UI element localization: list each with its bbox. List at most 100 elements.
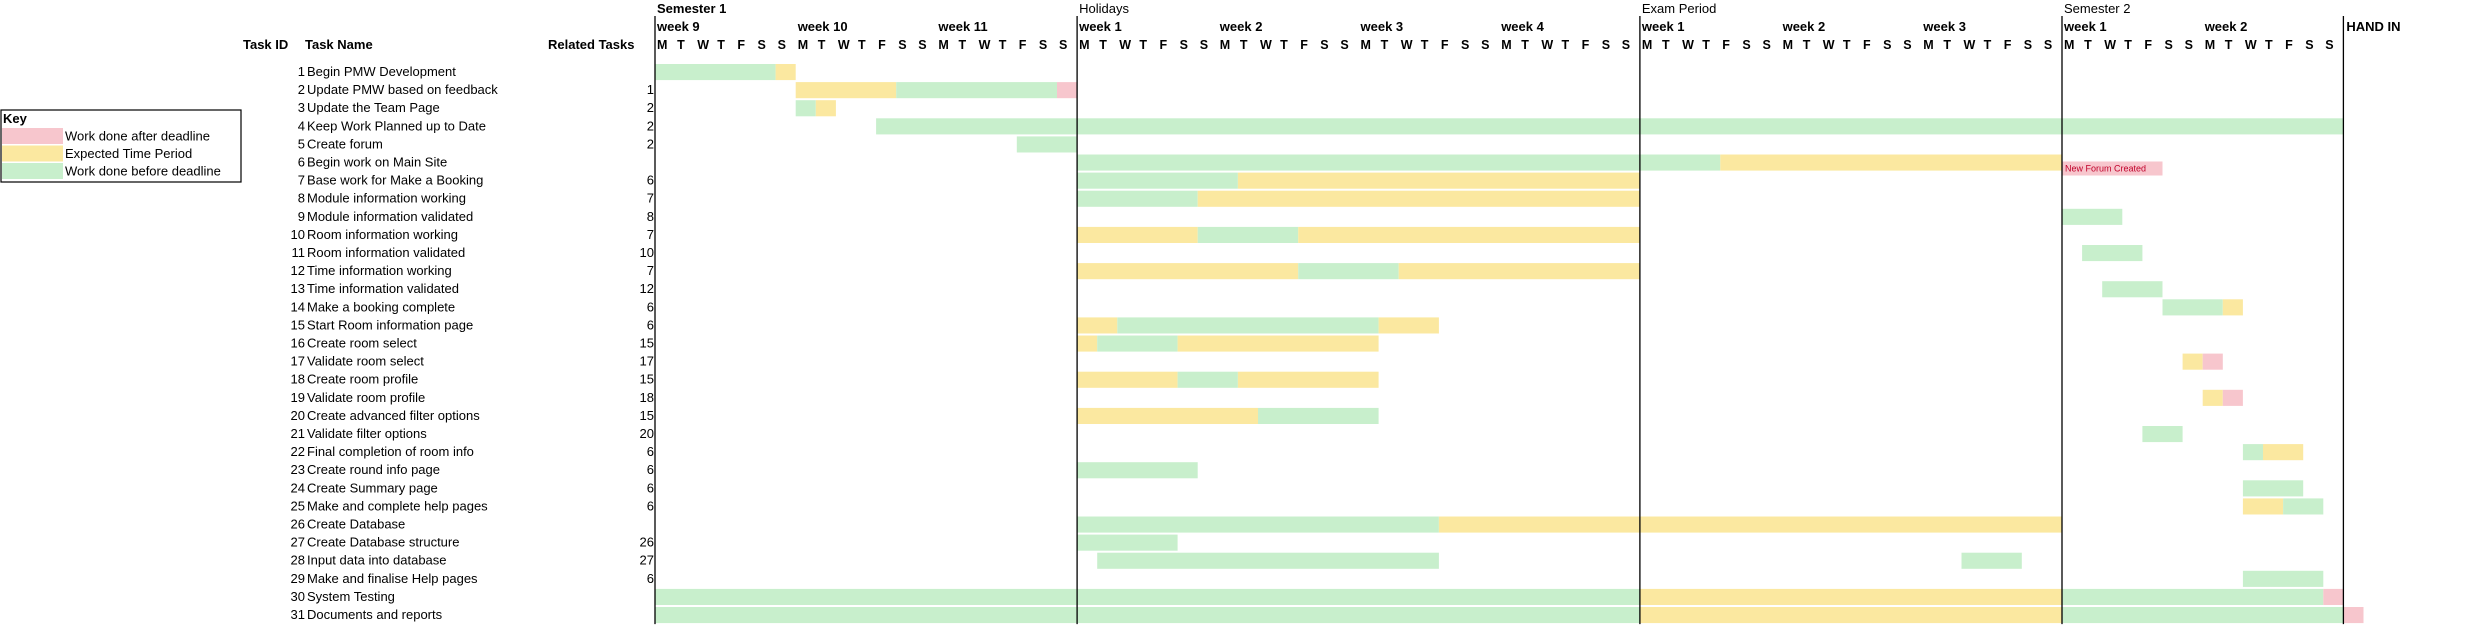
day-letter: T (818, 38, 826, 52)
week-label: week 1 (1641, 19, 1685, 34)
week-label: week 2 (1782, 19, 1826, 34)
task-name: Module information validated (307, 209, 473, 224)
day-letter: T (1843, 38, 1851, 52)
task-bar (1177, 335, 1379, 352)
related-task: 7 (647, 263, 654, 278)
task-name: Module information working (307, 191, 466, 206)
day-letter: W (1119, 38, 1131, 52)
day-letter: T (858, 38, 866, 52)
day-letter: M (2205, 38, 2215, 52)
task-bar (2222, 389, 2243, 406)
day-letter: S (2044, 38, 2052, 52)
day-letter: T (1240, 38, 1248, 52)
task-name: System Testing (307, 589, 395, 604)
related-task: 8 (647, 209, 654, 224)
task-name: Validate room profile (307, 390, 425, 405)
task-bar (1197, 226, 1299, 243)
period-label: Holidays (1079, 1, 1129, 16)
related-task: 6 (647, 498, 654, 513)
task-name: Create room select (307, 336, 417, 351)
day-letter: S (2024, 38, 2032, 52)
task-bar (2182, 353, 2203, 370)
task-bar (1438, 516, 2062, 533)
task-bar (1097, 552, 1439, 569)
related-task: 6 (647, 444, 654, 459)
related-task: 6 (647, 480, 654, 495)
task-bar (2242, 570, 2324, 587)
day-letter: S (1903, 38, 1911, 52)
day-letter: F (2285, 38, 2293, 52)
day-letter: S (1340, 38, 1348, 52)
day-letter: M (1220, 38, 1230, 52)
task-bar (2202, 389, 2223, 406)
week-label: week 9 (656, 19, 700, 34)
day-letter: T (1702, 38, 1710, 52)
task-name: Create round info page (307, 462, 440, 477)
task-name: Input data into database (307, 553, 447, 568)
related-task: 15 (640, 336, 654, 351)
day-letter: T (1099, 38, 1107, 52)
task-name: Create Summary page (307, 480, 438, 495)
task-id: 12 (291, 263, 305, 278)
timeline-header: Task ID Task Name Related Tasks Semester… (243, 1, 2401, 52)
day-letter: T (1803, 38, 1811, 52)
task-bar (1720, 154, 2062, 171)
task-bar (896, 82, 1057, 99)
day-letter: T (1381, 38, 1389, 52)
task-name: Final completion of room info (307, 444, 474, 459)
day-letter: S (898, 38, 906, 52)
column-header-related-tasks: Related Tasks (548, 37, 634, 52)
task-id: 21 (291, 426, 305, 441)
day-letter: F (1863, 38, 1871, 52)
annotation-box (2062, 161, 2163, 176)
day-letter: M (1501, 38, 1511, 52)
day-letter: S (1883, 38, 1891, 52)
related-task: 2 (647, 136, 654, 151)
task-bar (795, 82, 897, 99)
day-letter: W (1964, 38, 1976, 52)
related-task: 6 (647, 462, 654, 477)
task-name: Update PMW based on feedback (307, 82, 498, 97)
task-id: 8 (298, 191, 305, 206)
day-letter: S (1742, 38, 1750, 52)
task-bar (1398, 263, 1640, 280)
day-letter: T (959, 38, 967, 52)
day-letter: S (2185, 38, 2193, 52)
related-task: 7 (647, 191, 654, 206)
day-letter: T (717, 38, 725, 52)
day-letter: W (1682, 38, 1694, 52)
task-name: Documents and reports (307, 607, 443, 622)
day-letter: S (1622, 38, 1630, 52)
day-letter: S (1602, 38, 1610, 52)
day-letter: F (2144, 38, 2152, 52)
task-bar (1177, 371, 1238, 388)
task-name: Create room profile (307, 372, 418, 387)
task-bar (2263, 444, 2304, 461)
day-letter: T (1562, 38, 1570, 52)
task-id: 23 (291, 462, 305, 477)
task-id: 16 (291, 336, 305, 351)
key-label: Expected Time Period (65, 146, 192, 161)
task-bar (1237, 172, 1640, 189)
day-letter: F (1300, 38, 1308, 52)
related-task: 1 (647, 82, 654, 97)
task-bars: New Forum Created (655, 64, 2364, 624)
day-letter: S (1461, 38, 1469, 52)
week-label: week 2 (2204, 19, 2248, 34)
task-bar (1378, 317, 1439, 334)
task-bar (1961, 552, 2022, 569)
task-name: Keep Work Planned up to Date (307, 118, 486, 133)
task-name: Create advanced filter options (307, 408, 480, 423)
task-name: Start Room information page (307, 317, 473, 332)
task-bar (2283, 498, 2324, 515)
task-id: 2 (298, 82, 305, 97)
day-letter: S (1200, 38, 1208, 52)
task-bar (2242, 480, 2304, 497)
day-letter: T (2225, 38, 2233, 52)
task-bar (2062, 607, 2344, 624)
day-letter: M (1783, 38, 1793, 52)
week-label: week 1 (1078, 19, 1122, 34)
related-task: 15 (640, 372, 654, 387)
day-letter: W (1401, 38, 1413, 52)
related-task: 12 (640, 281, 654, 296)
